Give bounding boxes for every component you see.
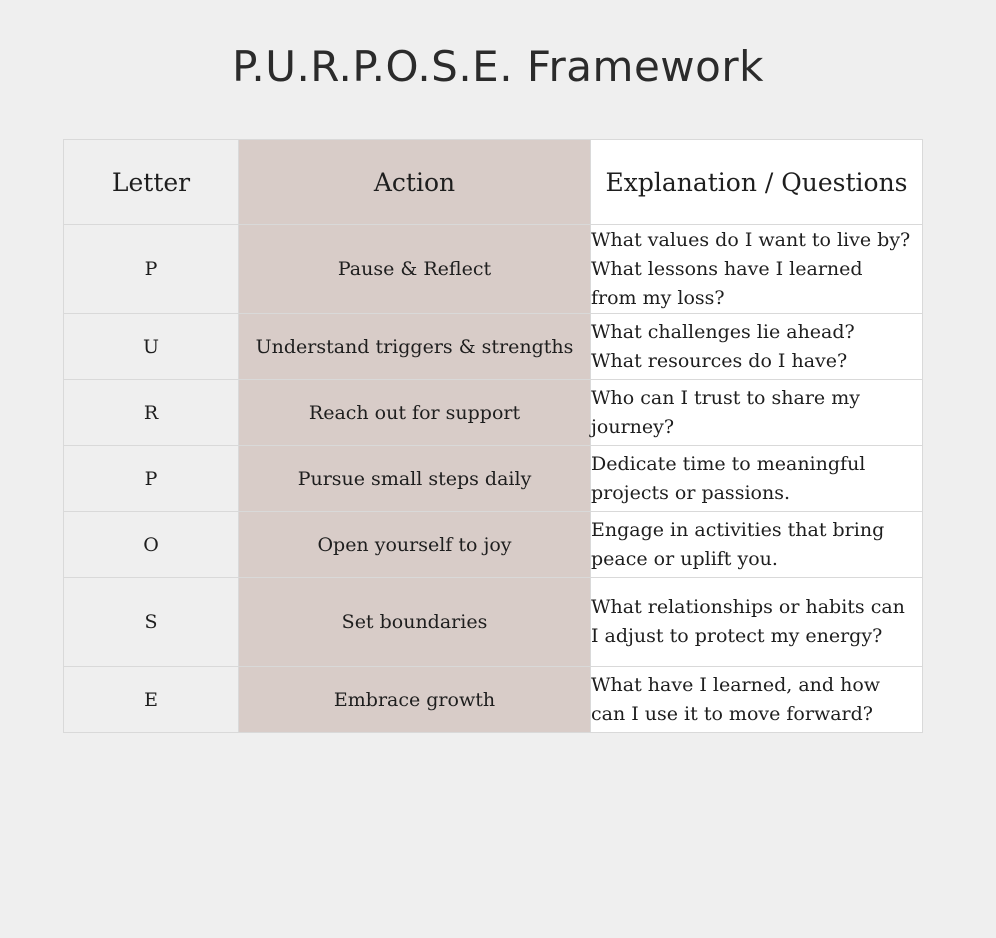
explanation-line: What lessons have I learned bbox=[591, 257, 863, 280]
explanation-line: What relationships or habits can bbox=[591, 596, 905, 618]
action-cell: Pause & Reflect bbox=[238, 224, 591, 314]
letter-cell: S bbox=[63, 577, 239, 667]
letter-cell: E bbox=[63, 666, 239, 733]
explanation-line: journey? bbox=[591, 415, 675, 438]
explanation-cell: Engage in activities that bring peace or… bbox=[590, 511, 923, 578]
explanation-line: peace or uplift you. bbox=[591, 547, 778, 570]
action-cell: Pursue small steps daily bbox=[238, 445, 591, 512]
explanation-line: Dedicate time to meaningful bbox=[591, 452, 866, 475]
action-cell: Open yourself to joy bbox=[238, 511, 591, 578]
explanation-line: can I use it to move forward? bbox=[591, 702, 873, 725]
explanation-cell: What have I learned, and how can I use i… bbox=[590, 666, 923, 733]
header-action: Action bbox=[238, 139, 591, 225]
letter-cell: P bbox=[63, 445, 239, 512]
letter-cell: O bbox=[63, 511, 239, 578]
header-letter: Letter bbox=[63, 139, 239, 225]
explanation-line: projects or passions. bbox=[591, 481, 790, 504]
action-cell: Understand triggers & strengths bbox=[238, 313, 591, 380]
header-explanation: Explanation / Questions bbox=[590, 139, 923, 225]
framework-table: Letter Action Explanation / Questions P … bbox=[63, 139, 923, 733]
letter-cell: U bbox=[63, 313, 239, 380]
action-cell: Set boundaries bbox=[238, 577, 591, 667]
explanation-line: from my loss? bbox=[591, 286, 725, 309]
explanation-line: Who can I trust to share my bbox=[591, 386, 860, 409]
explanation-line: What values do I want to live by? bbox=[591, 228, 911, 251]
table-header-row: Letter Action Explanation / Questions bbox=[63, 139, 923, 225]
page-title: P.U.R.P.O.S.E. Framework bbox=[232, 42, 764, 91]
table-row: E Embrace growth What have I learned, an… bbox=[63, 666, 923, 733]
action-cell: Embrace growth bbox=[238, 666, 591, 733]
table-row: U Understand triggers & strengths What c… bbox=[63, 313, 923, 380]
table-row: R Reach out for support Who can I trust … bbox=[63, 379, 923, 446]
explanation-line: Engage in activities that bring bbox=[591, 518, 885, 541]
explanation-cell: What relationships or habits can I adjus… bbox=[590, 577, 923, 667]
explanation-cell: What challenges lie ahead? What resource… bbox=[590, 313, 923, 380]
explanation-line: What challenges lie ahead? bbox=[591, 320, 855, 343]
explanation-line: I adjust to protect my energy? bbox=[591, 625, 883, 647]
letter-cell: P bbox=[63, 224, 239, 314]
explanation-line: What have I learned, and how bbox=[591, 673, 881, 696]
table-row: O Open yourself to joy Engage in activit… bbox=[63, 511, 923, 578]
letter-cell: R bbox=[63, 379, 239, 446]
table-row: P Pursue small steps daily Dedicate time… bbox=[63, 445, 923, 512]
explanation-cell: Who can I trust to share my journey? bbox=[590, 379, 923, 446]
table-row: P Pause & Reflect What values do I want … bbox=[63, 224, 923, 314]
explanation-cell: What values do I want to live by? What l… bbox=[590, 224, 923, 314]
table-row: S Set boundaries What relationships or h… bbox=[63, 577, 923, 667]
action-cell: Reach out for support bbox=[238, 379, 591, 446]
explanation-line: What resources do I have? bbox=[591, 349, 848, 372]
explanation-cell: Dedicate time to meaningful projects or … bbox=[590, 445, 923, 512]
